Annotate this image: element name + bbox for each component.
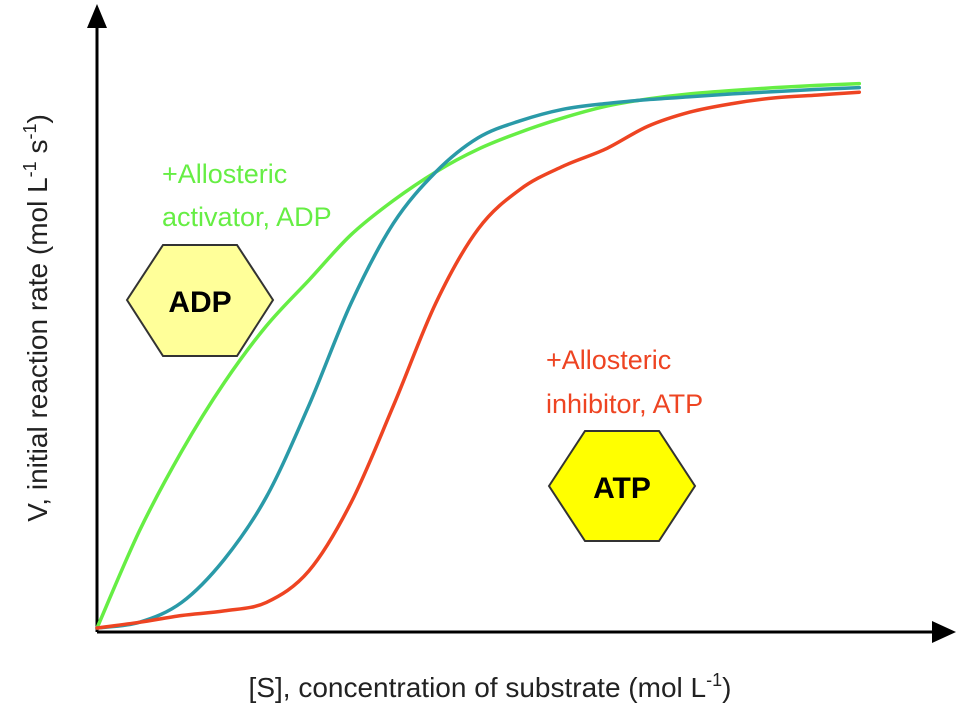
adp-hexagon-shape (125, 244, 275, 357)
inhibitor-label-line1: +Allosteric (546, 345, 671, 375)
activator-label: +Allosteric activator, ADP (162, 159, 332, 232)
atp-hexagon-badge: ATP (547, 430, 697, 542)
activator-curve (95, 81, 862, 630)
adp-hexagon-label: ADP (168, 286, 231, 319)
atp-hexagon-label: ATP (593, 472, 651, 505)
activator-label-line1: +Allosteric (162, 159, 287, 189)
inhibitor-curve (95, 90, 862, 630)
y-axis-label: V, initial reaction rate (mol L-1 s-1) (20, 114, 53, 522)
control-curve (95, 85, 862, 630)
y-axis-arrow (87, 4, 107, 28)
x-axis-arrow (932, 621, 956, 643)
series-layer (95, 81, 862, 630)
y-axis-label-superscript-1: -1 (20, 161, 40, 177)
x-axis-label: [S], concentration of substrate (mol L-1… (249, 670, 732, 703)
inhibitor-label-line2: inhibitor, ATP (546, 389, 703, 419)
adp-hexagon-badge: ADP (125, 244, 275, 357)
y-axis-label-superscript-2: -1 (20, 124, 40, 140)
activator-label-line2: activator, ADP (162, 202, 332, 232)
x-axis-label-superscript: -1 (706, 670, 722, 690)
atp-hexagon-shape (547, 430, 697, 542)
inhibitor-label: +Allosteric inhibitor, ATP (546, 345, 703, 419)
